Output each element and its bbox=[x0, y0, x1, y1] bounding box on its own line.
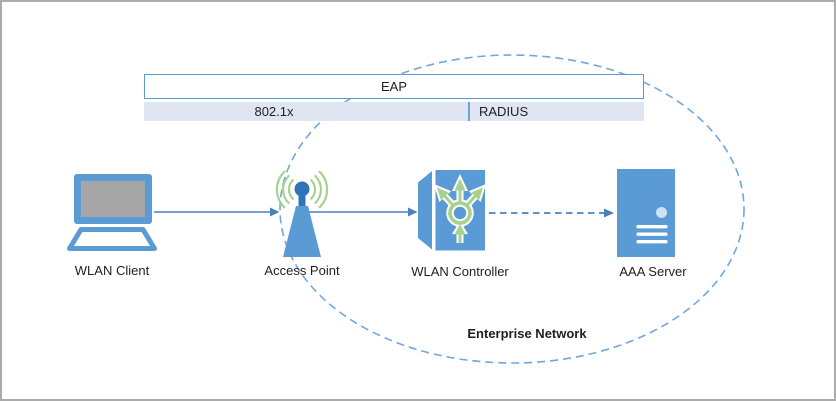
protocol-band: 802.1x RADIUS bbox=[144, 102, 644, 121]
radius-segment: RADIUS bbox=[470, 102, 644, 121]
access-point-label: Access Point bbox=[264, 263, 340, 278]
server-icon bbox=[617, 169, 675, 257]
enterprise-network-boundary bbox=[279, 54, 745, 364]
controller-to-server-connector bbox=[489, 208, 614, 218]
wlan-controller-label: WLAN Controller bbox=[411, 264, 509, 279]
eap-label: EAP bbox=[380, 79, 407, 94]
laptop-icon bbox=[67, 174, 157, 251]
controller-icon bbox=[418, 170, 487, 251]
segment-divider bbox=[468, 102, 470, 121]
dot1x-segment: 802.1x bbox=[144, 102, 468, 121]
client-to-ap-connector bbox=[154, 207, 280, 217]
enterprise-network-label: Enterprise Network bbox=[467, 326, 587, 341]
aaa-server-label: AAA Server bbox=[619, 264, 687, 279]
wlan-client-label: WLAN Client bbox=[74, 263, 150, 278]
dot1x-label: 802.1x bbox=[254, 104, 294, 119]
radius-label: RADIUS bbox=[479, 104, 529, 119]
ap-to-controller-connector bbox=[307, 207, 418, 217]
eap-layer-box: EAP bbox=[144, 74, 644, 99]
wifi-waves-icon bbox=[275, 170, 329, 209]
antenna-icon bbox=[283, 181, 321, 257]
